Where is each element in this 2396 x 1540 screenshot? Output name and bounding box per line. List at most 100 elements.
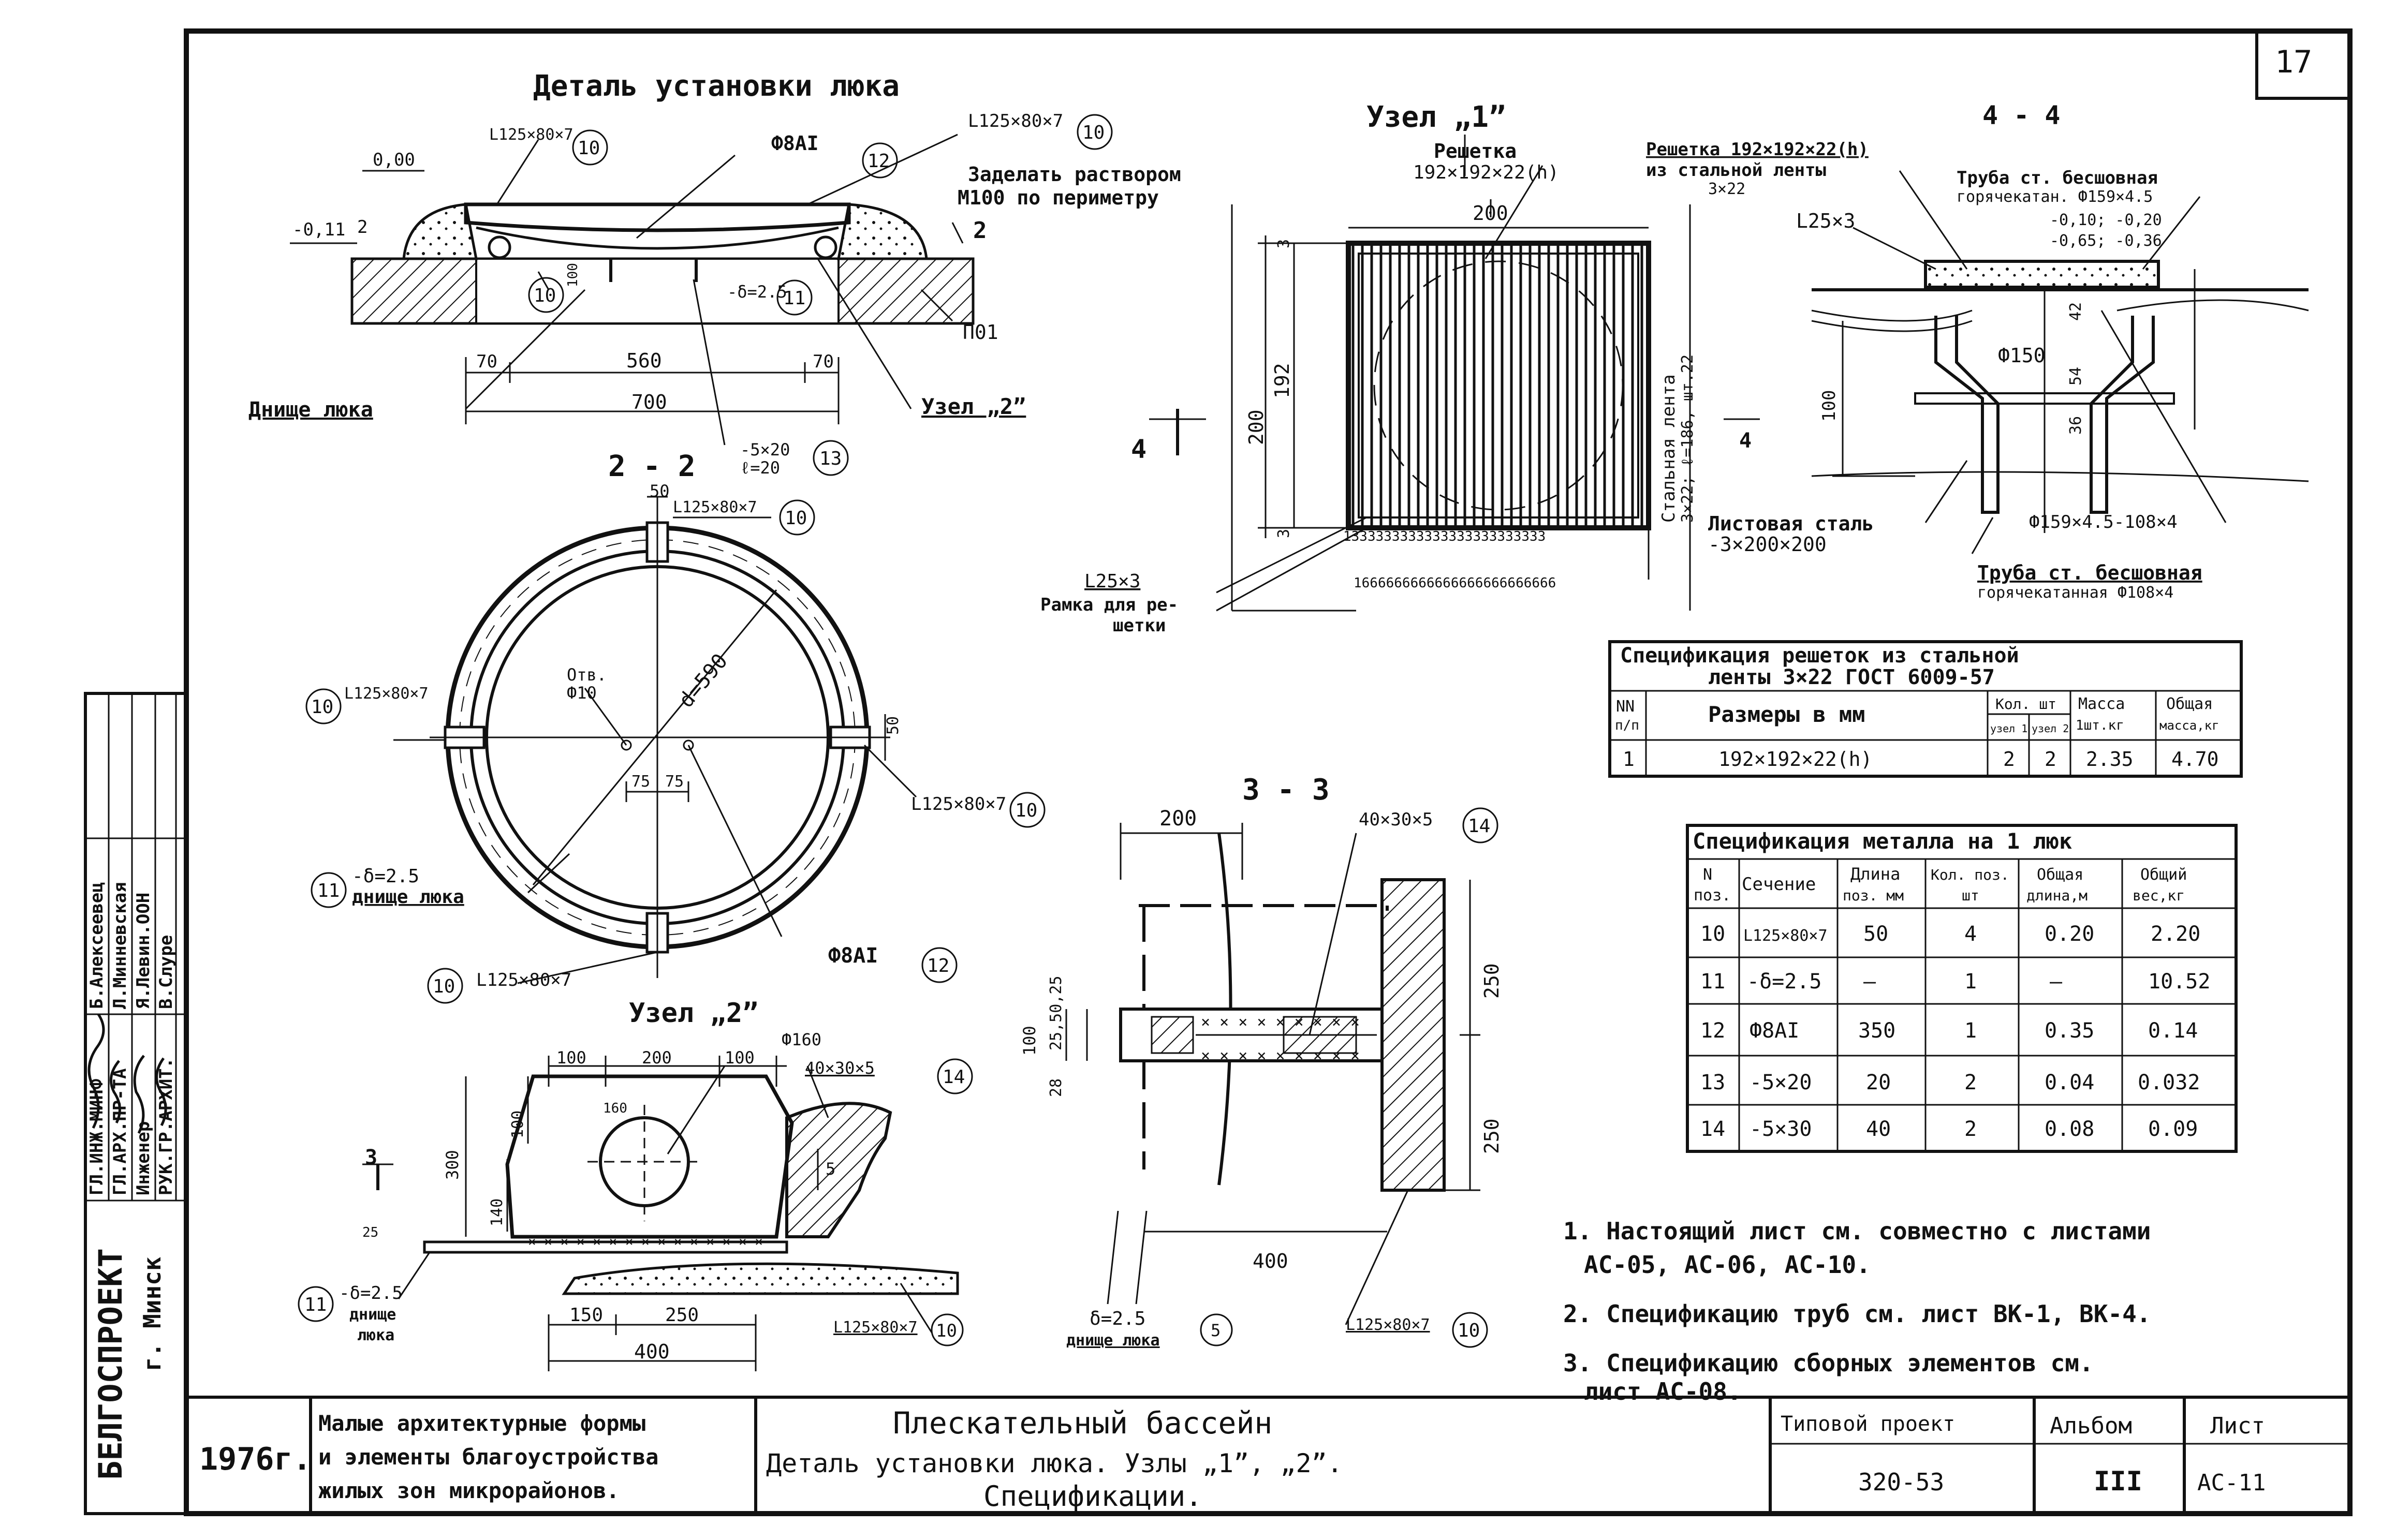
hatch-mortar-1: Заделать раствором: [968, 163, 1181, 186]
ring-bottom: днище люка: [352, 886, 464, 908]
title-block: [309, 1397, 2350, 1514]
hatch-mortar-2: М100 по периметру: [958, 186, 1159, 209]
sm-cell: 13: [1700, 1071, 1725, 1094]
hatch-level-zero: 0,00: [373, 150, 415, 170]
ring-callout-11: 11: [317, 880, 340, 901]
s33-angle: 40×30×5: [1359, 809, 1433, 830]
svg-text:× × × × × × × × × × × × × × ×: × × × × × × × × × × × × × × ×: [528, 1234, 763, 1250]
sm-head-2b: поз. мм: [1843, 887, 1904, 904]
ring-callout-12: 12: [927, 955, 949, 976]
node2-d140: 140: [488, 1198, 506, 1226]
notes: 1. Настоящий лист см. совместно с листам…: [1563, 1217, 2151, 1405]
sg-title-1: Спецификация решеток из стальной: [1620, 644, 2019, 668]
node1-frame-3: шетки: [1113, 615, 1166, 636]
sm-cell: 0.14: [2148, 1019, 2198, 1043]
s44-grate-2: из стальной ленты: [1646, 160, 1826, 181]
sm-cell: 0.08: [2045, 1117, 2094, 1141]
stamp-name-2: Л.Минневская: [110, 882, 130, 1009]
side-stamp: [84, 692, 188, 1515]
node2-d200: 200: [642, 1048, 672, 1068]
hatch-angle-right: L125×80×7: [968, 111, 1063, 131]
s33-d100: 100: [1020, 1026, 1039, 1056]
sg-row-n: 1: [1623, 748, 1635, 771]
note-line-1: 1. Настоящий лист см. совместно с листам…: [1563, 1217, 2151, 1245]
sm-cell: —: [2050, 970, 2063, 994]
sm-cell: 1: [1964, 970, 1977, 994]
ring-diameter: d=590: [674, 649, 732, 713]
s33-bottom: днище люка: [1066, 1331, 1160, 1350]
hatch-detail-drawing: [290, 134, 975, 446]
hatch-callout-10a: 10: [578, 138, 600, 159]
node2-cut3: 3: [365, 1146, 377, 1169]
s44-pipe-3: Труба ст. бесшовная: [1977, 561, 2202, 584]
node1-cut-4b: 4: [1739, 429, 1752, 453]
hatch-bottom: Днище люка: [248, 398, 373, 422]
sm-cell: 10: [1700, 922, 1725, 946]
s33-angle2: L125×80×7: [1346, 1316, 1430, 1334]
ring-hole-1: Отв.: [567, 665, 607, 685]
hatch-block: П01: [963, 321, 998, 344]
section-22-title: 2 - 2: [608, 450, 696, 483]
hatch-rod: Ф8АI: [771, 132, 819, 155]
ring-dim-75a: 75: [631, 773, 650, 791]
ring-dim-50: 50: [650, 481, 670, 501]
svg-text:× × × × × × × × ×: × × × × × × × × ×: [1201, 1047, 1360, 1065]
node2-d100v: 100: [509, 1110, 527, 1138]
sm-head-3a: Кол. поз.: [1931, 866, 2009, 883]
node1-title: Узел „1”: [1366, 100, 1506, 134]
section-33-title: 3 - 3: [1242, 773, 1330, 807]
ring-callout-10a: 10: [785, 508, 807, 529]
node1-frame-1: L25×3: [1084, 571, 1140, 592]
s44-d150: Ф150: [1998, 344, 2046, 367]
ring-angle-left: L125×80×7: [344, 685, 429, 703]
node2-d100b: 100: [725, 1048, 755, 1068]
hatch-strip2: ℓ=20: [740, 458, 780, 478]
s33-d2550: 25,50,25: [1047, 976, 1065, 1051]
ring-dim-75b: 75: [665, 773, 684, 791]
node2-callouts: [298, 1058, 973, 1346]
node2-callout-11: 11: [304, 1294, 327, 1315]
node2-title: Узел „2”: [629, 998, 758, 1029]
s44-grate-1: Решетка 192×192×22(h): [1646, 139, 1869, 160]
node2-bottom1: днище: [349, 1306, 396, 1324]
ring-callout-10b: 10: [311, 697, 333, 718]
ring-plate: -δ=2.5: [352, 866, 419, 887]
node2-bottom2: люка: [357, 1326, 394, 1344]
sm-cell: 11: [1700, 970, 1725, 994]
ring-angle-top: L125×80×7: [673, 498, 757, 516]
section-44-title: 4 - 4: [1982, 100, 2061, 130]
sm-head-0a: N: [1703, 866, 1712, 884]
sm-cell: 12: [1700, 1019, 1725, 1043]
s44-level-1: -0,10; -0,20: [2050, 211, 2162, 229]
stamp-role-4: РУК.ГР.АРХИТ.: [156, 1058, 177, 1195]
spec-metal-table: [1686, 824, 2238, 1153]
s44-pipe-2: горячекатан. Ф159×4.5: [1957, 188, 2153, 206]
sm-head-2a: Длина: [1850, 864, 1900, 884]
sg-head-qty: Кол. шт: [1995, 695, 2056, 713]
note-line-2: АС-05, АС-06, АС-10.: [1584, 1251, 1871, 1279]
tb-sheet-title-2: Деталь установки люка. Узлы „1”, „2”.: [766, 1448, 1343, 1478]
node2-callout-10: 10: [936, 1321, 957, 1341]
node2-d25: 25: [362, 1225, 378, 1240]
node1-ticks-a: 1333333333333333333333333: [1343, 529, 1546, 544]
sg-head-mass: Масса: [2078, 695, 2125, 713]
stamp-name-1: Б.Алексеевец: [86, 882, 107, 1009]
node1-dim-3b: 3: [1275, 529, 1293, 538]
s44-angle: L25×3: [1796, 210, 1855, 232]
sg-row-total: 4.70: [2171, 748, 2219, 771]
tb-series-2: и элементы благоустройства: [318, 1444, 658, 1470]
node2-drawing: × × × × × × × × × × × × × × ×: [362, 1056, 959, 1371]
section-33-drawing: × × × × × × × × × × × × × × × × × ×: [1065, 823, 1480, 1325]
tb-year: 1976г.: [199, 1441, 312, 1477]
sm-cell: 14: [1700, 1117, 1725, 1141]
node2-d160b: 160: [603, 1101, 627, 1116]
organization: БЕЛГОСПРОЕКТ: [92, 1248, 129, 1480]
s44-d36: 36: [2067, 416, 2085, 435]
sg-row-q1: 2: [2003, 748, 2015, 771]
node1-dim-200v: 200: [1245, 409, 1268, 445]
sm-cell: Ф8АI: [1750, 1019, 1799, 1043]
corner-page-number: 17: [2275, 44, 2312, 80]
node2-d300: 300: [443, 1150, 462, 1180]
hatch-callout-12: 12: [868, 151, 890, 172]
node1-strip-v2: 3×22; ℓ=186, шт.22: [1679, 354, 1697, 523]
